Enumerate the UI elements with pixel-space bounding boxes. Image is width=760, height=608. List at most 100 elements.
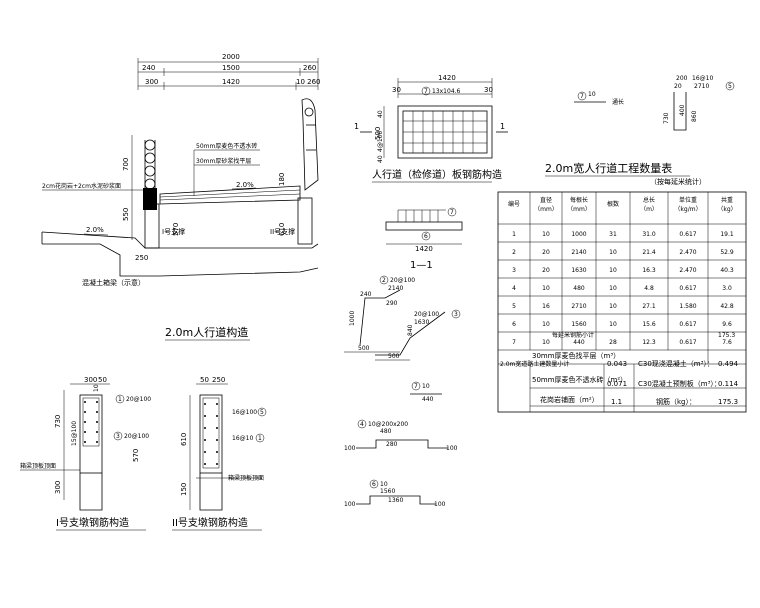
b7-label: 10 (422, 383, 430, 390)
s1-right-value: 0.494 (718, 360, 739, 368)
s2-value: 0.071 (607, 380, 627, 388)
b6-1360: 1360 (388, 497, 403, 504)
b7-len: 440 (422, 396, 434, 403)
dim-1500: 1500 (222, 64, 240, 72)
svg-text:2: 2 (382, 277, 386, 284)
p1-bar3: 20@100 (124, 433, 149, 440)
p2-dim-610: 610 (180, 433, 188, 446)
slab-bar7-label: 13x104.6 (432, 88, 461, 95)
table-cell: 2 (512, 249, 516, 256)
table-cell: 10 (609, 285, 617, 292)
table-cell: 0.617 (679, 285, 696, 292)
s1-label: 30mm厚麦色找平层（m³） (532, 351, 620, 360)
table-cell: 16.3 (642, 267, 656, 274)
svg-text:5: 5 (260, 409, 264, 416)
s2-right-label: C30混凝土预制板（m³）： (638, 379, 721, 388)
dim-2000: 2000 (222, 53, 240, 61)
table-header-cell: （mm） (534, 206, 558, 213)
cut-mark-right: 1 (500, 122, 505, 131)
table-cell: 7.6 (722, 339, 732, 346)
summary-label: 2.0m宽道路土建数量小计 (500, 360, 569, 368)
pier1-label: I号支撑 (162, 227, 185, 236)
table-header-cell: 总长 (643, 196, 655, 204)
pier2-label: II号支撑 (270, 227, 295, 236)
slope-top: 2.0% (236, 181, 254, 189)
girder-label: 混凝土箱梁（示意） (82, 278, 145, 287)
s3-right-value: 175.3 (718, 398, 738, 406)
table-cell: 0.617 (679, 231, 696, 238)
table-header-cell: 根数 (607, 200, 619, 208)
table-cell: 10 (609, 249, 617, 256)
svg-text:3: 3 (454, 311, 458, 318)
b4-280: 280 (386, 441, 398, 448)
b4-100b: 100 (446, 445, 458, 452)
p1-label10: 10 (93, 384, 100, 392)
table-cell: 10 (542, 231, 550, 238)
svg-text:7: 7 (424, 88, 428, 95)
svg-text:1: 1 (118, 396, 122, 403)
table-cell: 9.6 (722, 321, 732, 328)
bar-shapes: 2 20@100 2140 240 290 1000 500 3 20@100 … (344, 75, 735, 508)
dim-610: 610 (278, 223, 286, 236)
svg-text:3: 3 (116, 433, 120, 440)
svg-text:6: 6 (424, 233, 428, 240)
table-cell: 31 (609, 231, 617, 238)
table-title: 2.0m宽人行道工程数量表 (545, 161, 672, 175)
slope-left: 2.0% (86, 226, 104, 234)
svg-text:7: 7 (450, 209, 454, 216)
table-cell: 5 (512, 303, 516, 310)
note-mortar: 30mm厚砂浆找平层 (196, 157, 251, 165)
table-cell: 7 (512, 339, 516, 346)
table-cell: 3 (512, 267, 516, 274)
svg-text:7: 7 (414, 383, 418, 390)
b2-label: 20@100 (390, 277, 415, 284)
dim-1420: 1420 (222, 78, 240, 86)
table-cell: 12.3 (642, 339, 656, 346)
table-cell: 0.617 (679, 321, 696, 328)
slab-dim-40a: 40 (377, 110, 384, 118)
p2-dim-50: 50 (200, 376, 209, 384)
b3-500: 500 (388, 353, 400, 360)
b5-860: 860 (691, 110, 698, 122)
table-cell: 19.1 (720, 231, 734, 238)
b4-label: 10@200x200 (368, 421, 408, 428)
p1-dim-730: 730 (54, 415, 62, 428)
p1-side-note: 箱梁顶板顶面 (20, 462, 56, 470)
slab-dim-1420: 1420 (438, 74, 456, 82)
table-cell: 1 (512, 231, 516, 238)
dim-260: 260 (303, 64, 316, 72)
table-cell: 1630 (571, 267, 586, 274)
table-cell: 21.4 (642, 249, 656, 256)
table-cell: 1.580 (679, 303, 696, 310)
table-header-cell: 直径 (540, 196, 552, 204)
b6-label: 10 (380, 481, 388, 488)
p2-bar5: 16@100 (232, 409, 257, 416)
cut-mark-left: 1 (354, 122, 359, 131)
table-cell: 10 (609, 267, 617, 274)
table-header-cell: 每根长 (570, 196, 588, 204)
dim-180: 180 (278, 173, 286, 186)
p2-bar1: 16@10 (232, 435, 253, 442)
b6-100a: 100 (344, 501, 356, 508)
b5-len: 2710 (694, 83, 709, 90)
table-cell: 2710 (571, 303, 586, 310)
dim-550: 550 (122, 208, 130, 221)
table-header-cell: （m） (640, 206, 658, 213)
s3-right-label: 钢筋（kg）： (656, 397, 696, 406)
subtotal-label: 每延米钢筋小计 (552, 331, 594, 339)
table-cell: 10 (609, 321, 617, 328)
table-cell: 3.0 (722, 285, 732, 292)
p1-dim-300: 300 (84, 376, 97, 384)
subtotal-value: 175.3 (718, 332, 735, 339)
svg-text:1: 1 (258, 435, 262, 442)
p1-dim-570: 570 (132, 449, 140, 462)
table-cell: 10 (542, 339, 550, 346)
table-header-cell: 单位重 (679, 196, 697, 204)
s1-right-label: C30现浇混凝土（m³）： (638, 359, 714, 368)
table-cell: 6 (512, 321, 516, 328)
b2-240: 240 (360, 291, 372, 298)
b4-len: 480 (380, 428, 392, 435)
slab-dim-30b: 30 (484, 86, 493, 94)
table-cell: 2.470 (679, 249, 696, 256)
slab-dim-40b: 40 (377, 155, 384, 163)
